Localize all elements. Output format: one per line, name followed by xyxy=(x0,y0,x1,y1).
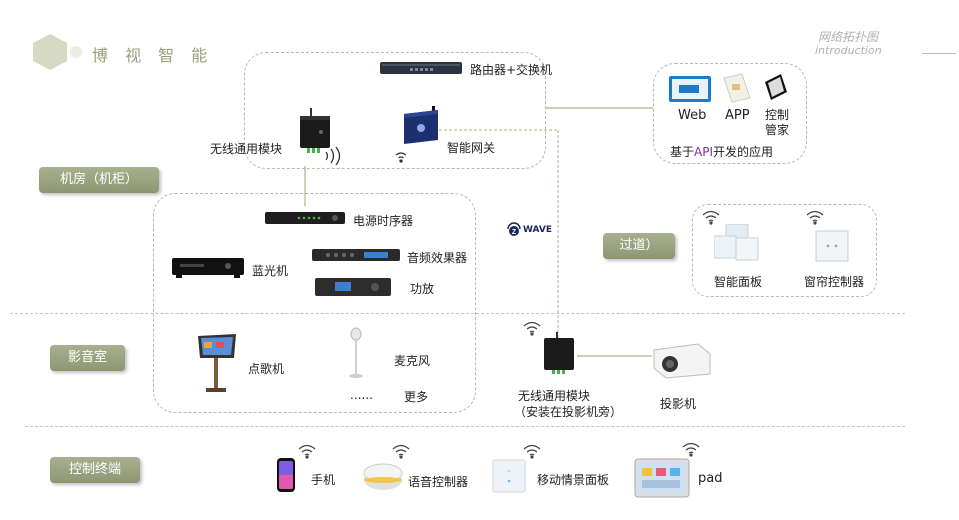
more-label: 更多 xyxy=(404,390,429,404)
divider-bottom xyxy=(25,426,905,427)
wireless-module-label: 无线通用模块 xyxy=(210,142,283,156)
audio-effects-label: 音频效果器 xyxy=(407,251,468,265)
smart-gateway-icon xyxy=(400,106,442,148)
zone-av-room: 影音室 xyxy=(50,345,125,371)
header-title: 网络拓扑图 xyxy=(818,30,879,44)
smart-gateway-label: 智能网关 xyxy=(447,141,496,155)
microphone-label: 麦克风 xyxy=(394,354,431,368)
network-core-group xyxy=(244,52,546,169)
projector-wireless-module-icon xyxy=(542,332,578,374)
brand-name: 博 视 智 能 xyxy=(92,46,214,65)
apps-caption-post: 开发的应用 xyxy=(713,145,774,159)
apps-group xyxy=(653,63,807,164)
wifi-icon xyxy=(681,441,701,457)
karaoke-label: 点歌机 xyxy=(248,362,285,376)
wifi-icon xyxy=(701,209,721,225)
header-rule xyxy=(922,53,956,54)
pad-label: pad xyxy=(698,471,723,486)
zwave-label: WAVE xyxy=(523,225,552,235)
control-label-1: 控制 xyxy=(765,108,790,122)
header-subtitle: introduction xyxy=(815,44,882,57)
equipment-group xyxy=(153,193,476,413)
bluray-label: 蓝光机 xyxy=(252,264,289,278)
smart-panel-icon xyxy=(714,224,760,264)
divider-top xyxy=(10,313,905,314)
audio-effects-icon xyxy=(312,247,400,263)
apps-caption: 基于API开发的应用 xyxy=(670,143,773,160)
gateway-signal-icon xyxy=(393,149,409,163)
voice-controller-label: 语音控制器 xyxy=(408,475,469,489)
router-switch-icon xyxy=(380,60,462,76)
wireless-signal-icon xyxy=(322,147,348,165)
router-label: 路由器+交换机 xyxy=(470,63,553,77)
curtain-controller-label: 窗帘控制器 xyxy=(804,275,865,289)
hallway-group xyxy=(692,204,877,297)
smart-panel-label: 智能面板 xyxy=(714,275,763,289)
app-label: APP xyxy=(725,108,750,123)
zone-hallway: 过道） xyxy=(603,233,675,259)
projector-icon xyxy=(650,338,714,382)
pad-tablet-icon xyxy=(634,458,690,498)
phone-label: 手机 xyxy=(311,473,336,487)
amplifier-label: 功放 xyxy=(410,282,435,296)
wifi-icon xyxy=(297,443,317,459)
karaoke-machine-icon xyxy=(194,332,240,394)
zone-control-terminal: 控制终端 xyxy=(50,457,140,483)
svg-text:Z: Z xyxy=(512,229,517,236)
scene-panel-label: 移动情景面板 xyxy=(537,473,610,487)
wifi-icon xyxy=(522,320,542,336)
voice-controller-icon xyxy=(362,460,404,492)
wifi-icon xyxy=(805,209,825,225)
wireless-module-icon xyxy=(297,108,337,154)
microphone-icon xyxy=(346,327,366,379)
apps-caption-api: API xyxy=(694,145,713,159)
zone-machine-room: 机房（机柜） xyxy=(39,167,159,193)
control-butler-icon xyxy=(763,72,789,102)
projector-label: 投影机 xyxy=(660,397,697,411)
brand-dot-icon xyxy=(70,46,82,58)
power-sequencer-icon xyxy=(265,210,345,226)
projector-module-label-2: （安装在投影机旁） xyxy=(514,405,623,419)
brand-hexagon-icon xyxy=(30,32,70,72)
web-monitor-icon xyxy=(669,76,711,104)
apps-caption-pre: 基于 xyxy=(670,145,695,159)
more-dots: ...... xyxy=(350,388,373,402)
app-tablet-icon xyxy=(720,72,754,106)
amplifier-icon xyxy=(315,276,391,298)
power-sequencer-label: 电源时序器 xyxy=(353,214,414,228)
projector-module-label-1: 无线通用模块 xyxy=(518,389,591,403)
scene-panel-icon xyxy=(492,459,526,493)
control-label-2: 管家 xyxy=(765,123,790,137)
bluray-player-icon xyxy=(172,256,244,278)
zwave-logo-icon: Z xyxy=(504,219,524,239)
web-label: Web xyxy=(678,108,707,123)
wifi-icon xyxy=(522,443,542,459)
curtain-controller-icon xyxy=(815,230,849,262)
wifi-icon xyxy=(391,443,411,459)
phone-icon xyxy=(276,457,296,493)
